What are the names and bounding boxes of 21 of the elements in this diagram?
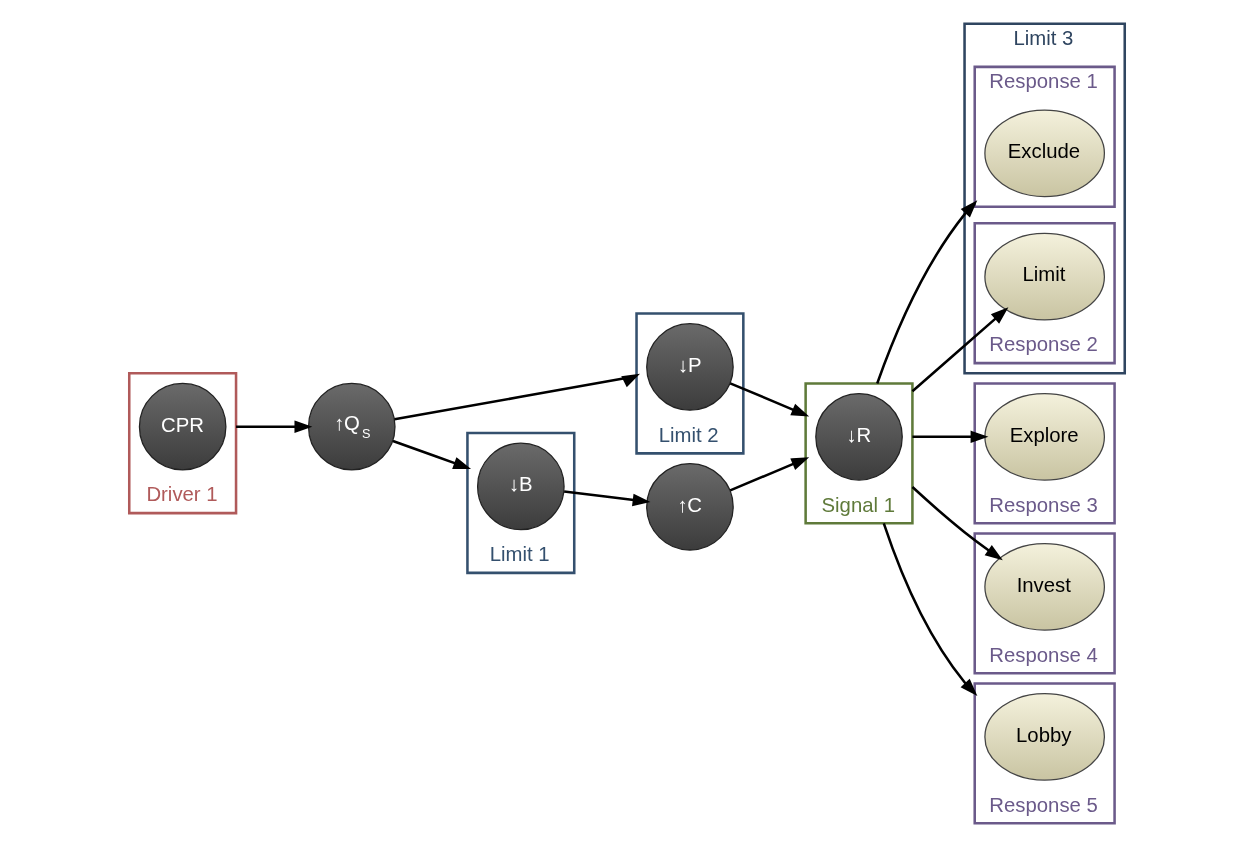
arrow xyxy=(392,439,472,470)
arrow xyxy=(729,382,810,417)
node-circle: ↑Q$_{S}$ xyxy=(307,382,396,471)
node-circle: ↓P xyxy=(646,323,734,411)
arrow xyxy=(882,522,978,696)
node-ellipse: Exclude xyxy=(984,109,1106,198)
node-circle: CPR xyxy=(138,382,227,471)
arrow xyxy=(236,420,313,433)
node-circle: ↓B xyxy=(476,442,565,531)
arrow xyxy=(911,307,1009,393)
arrow xyxy=(912,430,989,444)
node-circle: ↓R xyxy=(815,393,903,481)
arrow xyxy=(911,486,1003,561)
node-ellipse: Limit xyxy=(984,232,1106,321)
node-ellipse: Lobby xyxy=(984,693,1106,781)
arrow xyxy=(394,373,640,421)
arrow xyxy=(564,490,651,507)
node-ellipse: Explore xyxy=(984,393,1106,481)
node-circle: ↑C xyxy=(646,462,734,551)
arrow xyxy=(876,200,978,384)
arrow xyxy=(729,457,810,492)
